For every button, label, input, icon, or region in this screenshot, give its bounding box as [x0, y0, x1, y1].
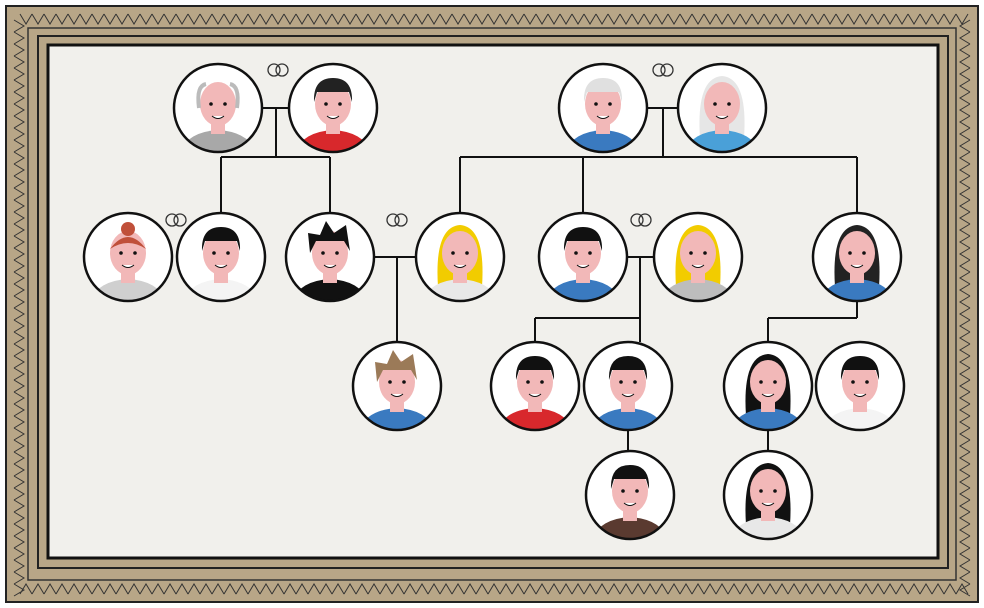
person-cousin-4[interactable]	[814, 340, 906, 436]
connector-lines	[220, 107, 858, 451]
person-cousin-2[interactable]	[582, 340, 674, 436]
person-grandmother-maternal[interactable]	[676, 62, 768, 158]
avatar-aunt-by-marriage	[658, 225, 738, 301]
wedding-rings-icon	[386, 213, 408, 227]
person-grandmother-paternal[interactable]	[287, 62, 379, 158]
marriage-rings	[165, 63, 674, 227]
frame-zigzag-pattern	[13, 13, 971, 597]
people	[82, 62, 906, 545]
wedding-rings-icon	[630, 213, 652, 227]
person-grandfather-maternal[interactable]	[557, 62, 649, 158]
person-uncle-by-marriage[interactable]	[175, 211, 267, 307]
person-aunt-by-marriage[interactable]	[652, 211, 744, 307]
frame-inner-border	[37, 35, 949, 569]
wedding-rings-icon	[267, 63, 289, 77]
wedding-rings-icon	[165, 213, 187, 227]
person-uncle[interactable]	[537, 211, 629, 307]
person-aunt-2[interactable]	[811, 211, 903, 307]
wedding-rings-icon	[652, 63, 674, 77]
person-second-cousin-2[interactable]	[722, 449, 814, 545]
